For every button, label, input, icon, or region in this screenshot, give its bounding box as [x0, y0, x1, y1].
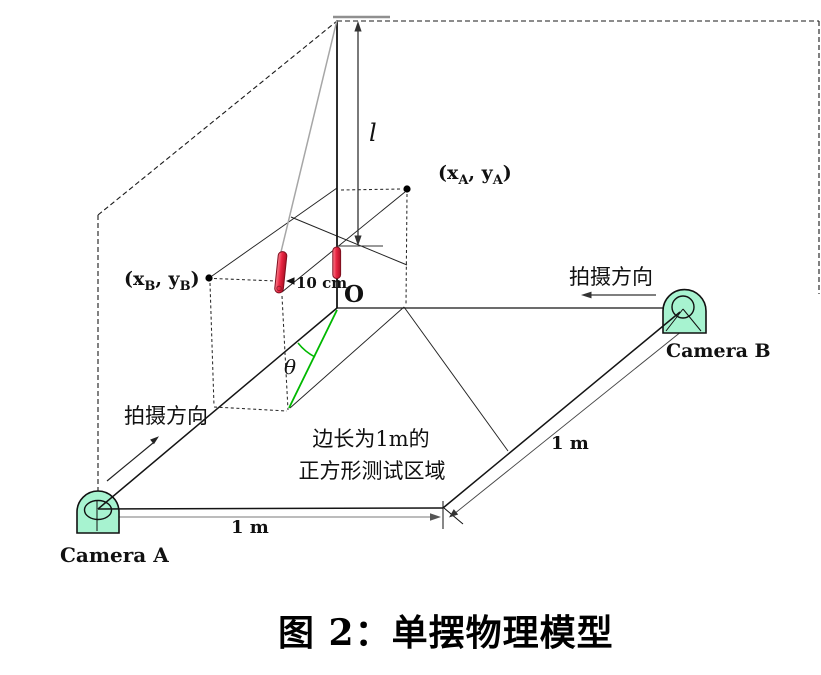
pendulum-string	[279, 19, 338, 255]
bottom-dimension-arrowhead	[430, 513, 441, 521]
right-dimension-label: 1 m	[551, 433, 589, 454]
shoot-direction-right-label: 拍摄方向	[569, 265, 653, 289]
amplitude-label: 10 cm	[296, 274, 347, 292]
camera-a-lens	[83, 499, 113, 521]
swing-bob-ring	[276, 285, 282, 292]
shoot-arrow-left-head	[150, 436, 159, 445]
swing-trace-line	[288, 309, 338, 409]
point-b-down-dash	[209, 282, 215, 407]
bottom-dimension-label: 1 m	[231, 517, 269, 538]
direction-arrows	[106, 291, 656, 482]
point-b-to-rod-line	[211, 187, 338, 277]
shoot-arrow-right-head	[581, 291, 592, 299]
floor-construction-left	[289, 306, 405, 409]
string-to-projection-line	[290, 216, 408, 266]
point-b-to-bob-dash	[213, 277, 277, 282]
length-label: l	[369, 119, 377, 147]
swing-bob	[274, 251, 288, 294]
diagram-labels: (xB, yB) (xA, yA) l O θ 10 cm 拍摄方向 拍摄方向 …	[60, 119, 771, 567]
floor-edge-right	[442, 311, 681, 509]
length-arrow-top	[354, 21, 362, 32]
origin-label: O	[344, 281, 364, 308]
angle-arc	[297, 342, 316, 358]
test-area-line2: 正方形测试区域	[299, 459, 446, 483]
right-dimension-line	[453, 322, 693, 515]
amplitude-arrowhead	[286, 277, 295, 285]
camera-b-label: Camera B	[666, 340, 771, 362]
camera-b-lens	[671, 295, 695, 319]
right-dimension-arrowhead	[449, 509, 459, 518]
floor-construction-right	[403, 306, 509, 452]
left-wall-top-edge	[97, 20, 338, 216]
point-a-to-bob-line	[281, 191, 406, 293]
point-b-dot	[205, 274, 213, 282]
projection-construction	[205, 185, 509, 452]
swing-plane-bottom-dash	[213, 406, 288, 412]
point-a-down-dash	[405, 193, 408, 306]
point-a-label: (xA, yA)	[438, 162, 512, 188]
dimension-lines	[117, 322, 693, 529]
floor-edge-front	[97, 507, 444, 510]
point-b-label: (xB, yB)	[124, 268, 200, 294]
diagram-svg: (xB, yB) (xA, yA) l O θ 10 cm 拍摄方向 拍摄方向 …	[60, 15, 820, 567]
length-arrow-bottom	[354, 235, 362, 246]
floor-square	[97, 307, 681, 510]
camera-b-icon	[662, 288, 707, 334]
test-area-line1: 边长为1m的	[312, 427, 429, 451]
figure-caption: 图 2：单摆物理模型	[278, 612, 614, 654]
pendulum-model-diagram: (xB, yB) (xA, yA) l O θ 10 cm 拍摄方向 拍摄方向 …	[60, 15, 820, 567]
point-a-dot	[403, 185, 411, 193]
camera-a-label: Camera A	[60, 543, 169, 567]
swing-bob-body	[274, 251, 288, 294]
rest-bob	[332, 246, 342, 279]
bob-down-dash	[281, 295, 289, 411]
shoot-direction-left-label: 拍摄方向	[124, 404, 208, 428]
floor-edge-left	[97, 307, 338, 510]
shoot-arrow-left-shaft	[106, 442, 154, 482]
swing-trace	[288, 309, 338, 409]
wall-planes	[97, 20, 820, 491]
pendulum-bobs	[274, 246, 342, 294]
point-a-to-rod-dash	[340, 188, 403, 191]
angle-label: θ	[284, 355, 296, 379]
